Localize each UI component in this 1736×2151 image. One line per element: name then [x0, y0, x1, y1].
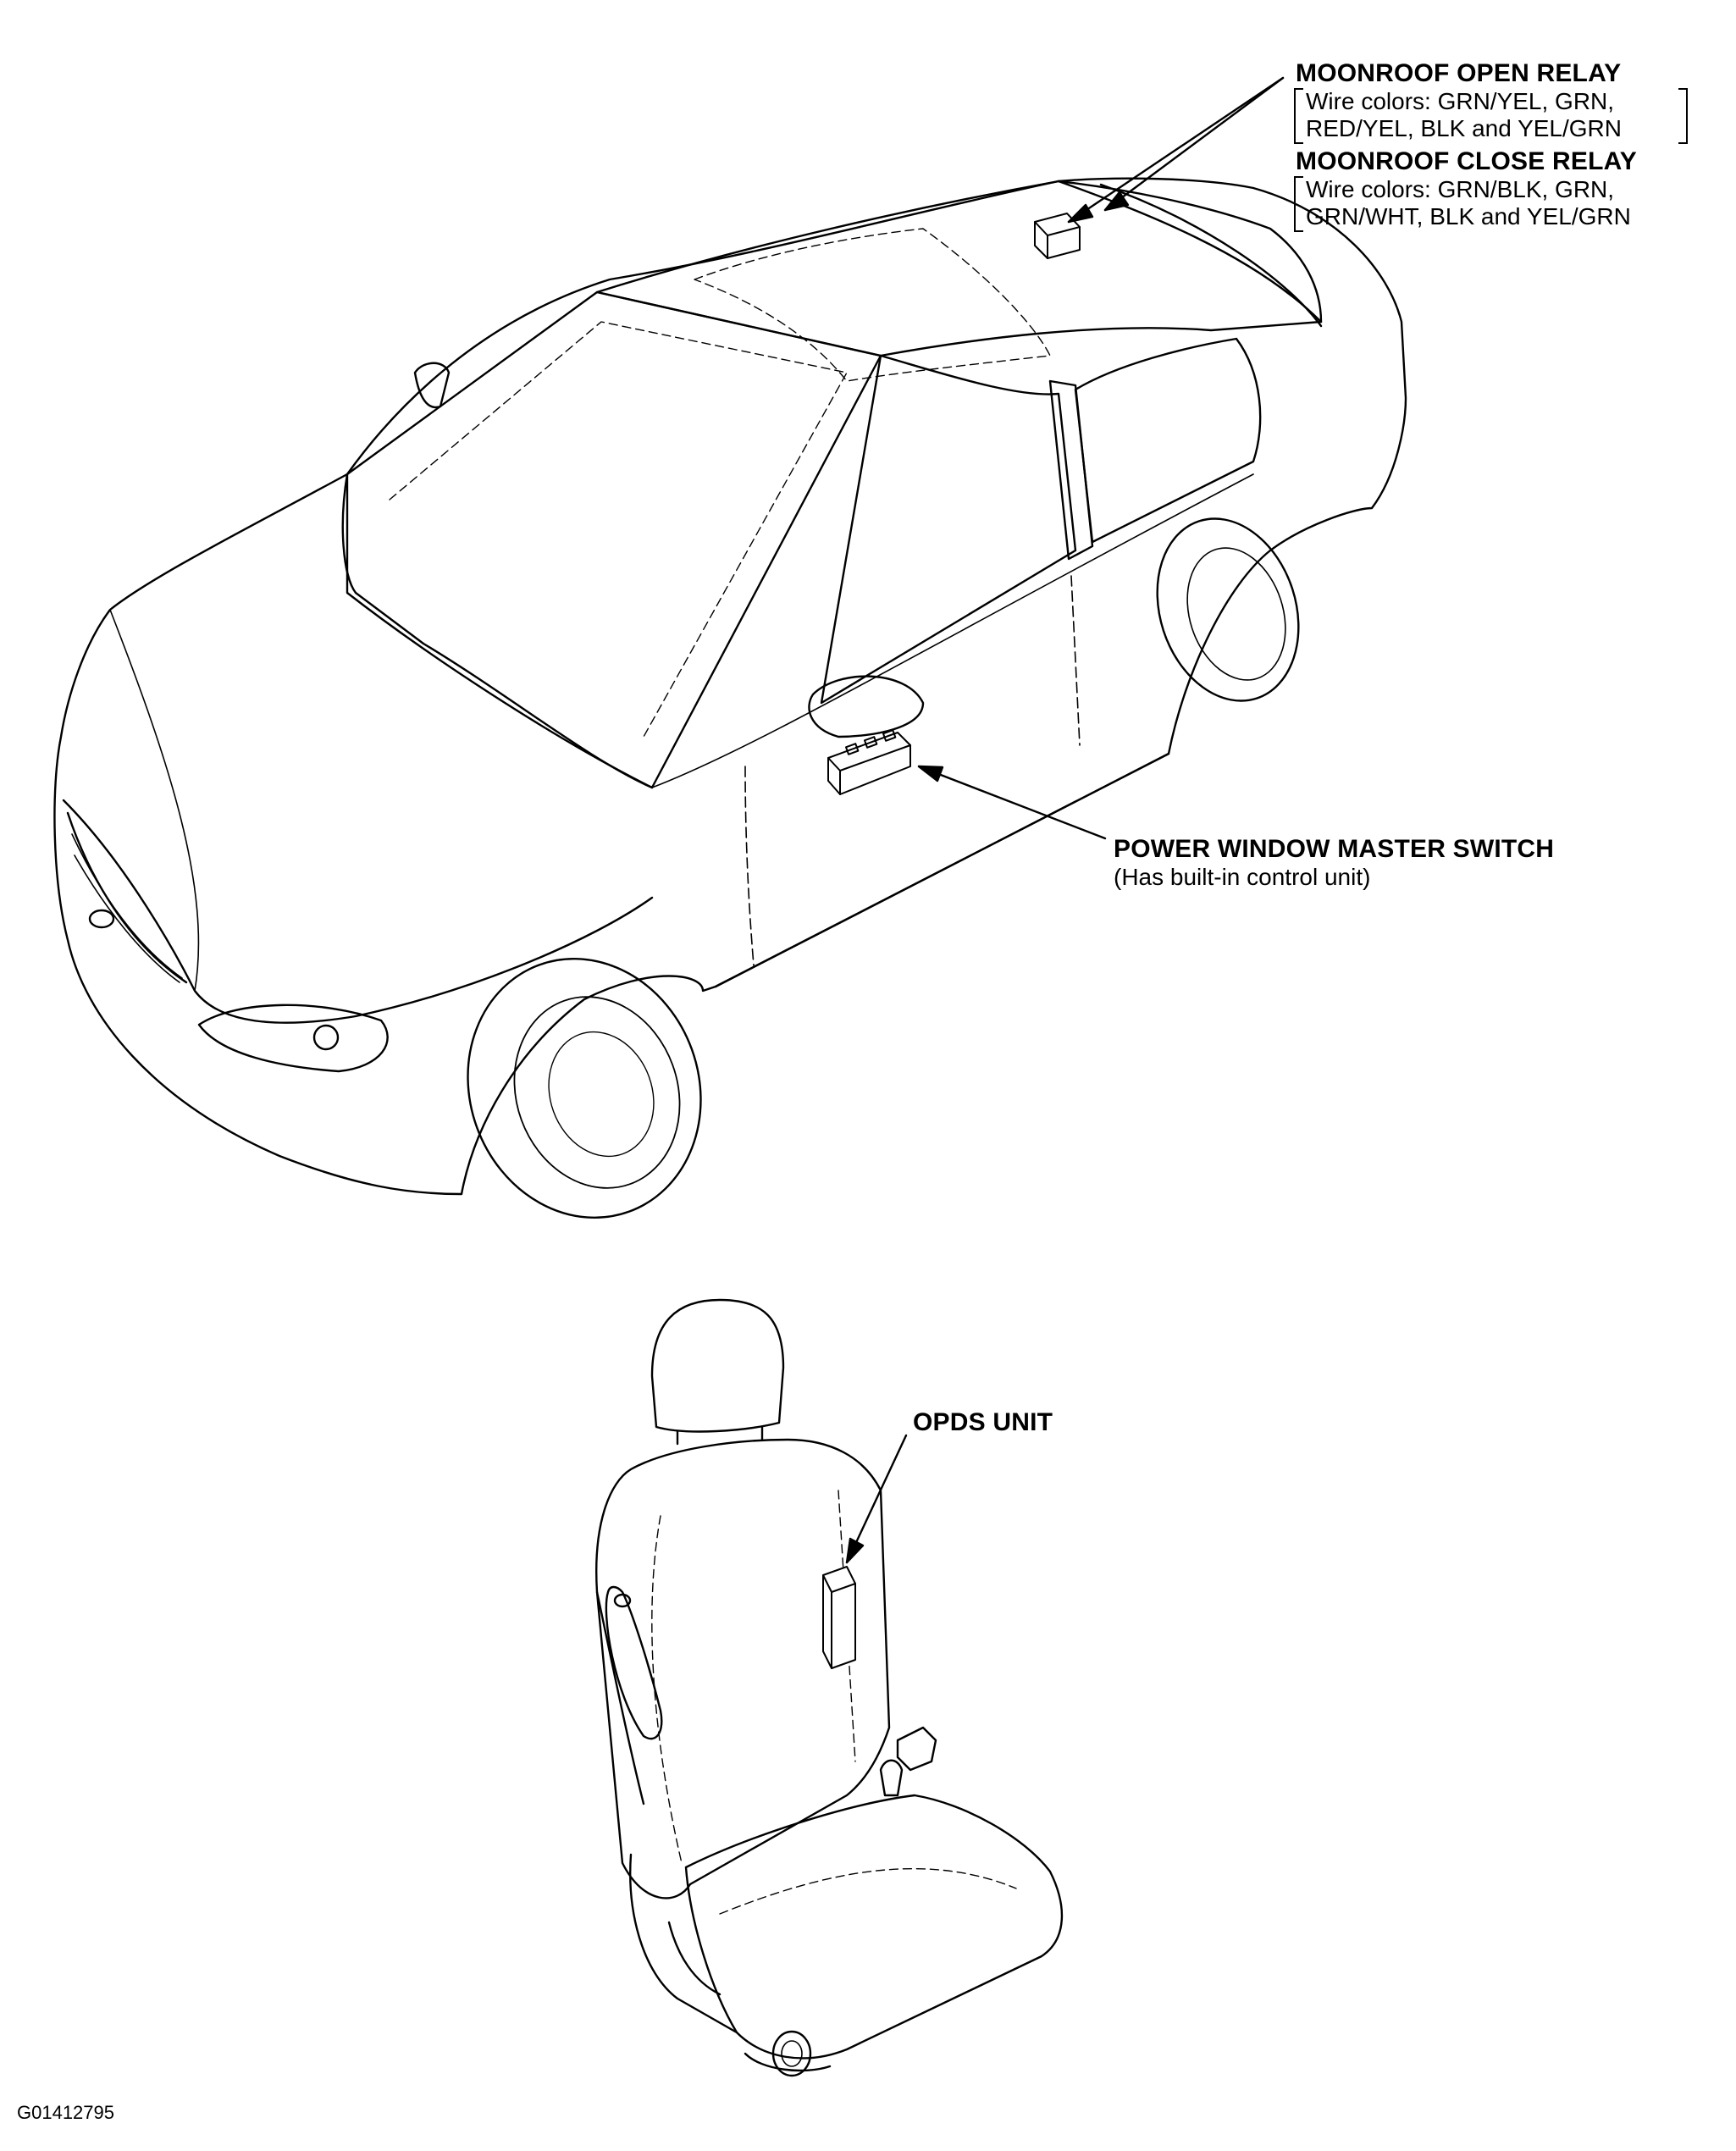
- seat-belt-buckle: [879, 1759, 904, 1797]
- moonroof-close-relay-title: MOONROOF CLOSE RELAY: [1296, 147, 1637, 175]
- moonroof-open-relay-wire-colors-line1: Wire colors: GRN/YEL, GRN,: [1306, 88, 1615, 114]
- headlight: [197, 1004, 389, 1073]
- rear-door-window: [1074, 337, 1262, 544]
- backrest-side-bolster: [595, 1590, 645, 1805]
- moonroof-close-relay-wire-colors-line2: GRN/WHT, BLK and YEL/GRN: [1306, 203, 1631, 229]
- seat-headrest: [650, 1298, 785, 1433]
- foglight: [312, 1024, 340, 1051]
- moonroof-open-leader: [1067, 76, 1285, 224]
- front-door-window: [820, 354, 1077, 705]
- power-window-leader: [917, 765, 1107, 840]
- car-illustration: [53, 177, 1407, 1219]
- cushion-seam: [719, 1868, 1017, 1915]
- windshield: [346, 290, 882, 789]
- seat-side-knob: [613, 1593, 632, 1608]
- seat-recline-lever: [896, 1726, 937, 1772]
- side-mirror: [808, 675, 925, 738]
- hood-crease: [109, 609, 200, 992]
- power-window-master-switch-title: POWER WINDOW MASTER SWITCH: [1114, 835, 1555, 863]
- moonroof-open-relay-wire-colors-line2: RED/YEL, BLK and YEL/GRN: [1306, 115, 1622, 141]
- front-wheel: [467, 958, 702, 1219]
- moonroof-close-relay-bracket-left: [1294, 176, 1303, 232]
- moonroof-open-relay-bracket-left: [1294, 88, 1303, 144]
- grille-slats: [71, 833, 183, 983]
- opds-unit-box: [822, 1566, 856, 1669]
- seat-base: [629, 1853, 738, 2034]
- hood-line: [341, 473, 654, 789]
- windshield-inner: [389, 321, 848, 738]
- seat-side-grip: [605, 1585, 663, 1740]
- rear-wheel: [1156, 517, 1300, 702]
- seat-height-knob: [771, 2030, 812, 2077]
- power-window-switch-box: [827, 729, 911, 795]
- moonroof-close-leader: [1103, 76, 1285, 212]
- car-body-outline: [53, 177, 1407, 1196]
- moonroof-relay-box: [1034, 213, 1081, 259]
- rear-door-line: [1070, 575, 1081, 746]
- far-side-mirror: [413, 362, 451, 409]
- figure-id: G01412795: [17, 2102, 114, 2123]
- leader-arrows: [845, 76, 1285, 1564]
- seat-backrest: [595, 1438, 891, 1899]
- trunk-lid: [1099, 183, 1323, 328]
- roof: [595, 180, 1323, 357]
- b-pillar: [1048, 379, 1094, 561]
- seat-lower-shell: [667, 1921, 832, 2072]
- moonroof-open-relay-title: MOONROOF OPEN RELAY: [1296, 59, 1622, 87]
- moonroof-panel: [694, 228, 1051, 382]
- headrest-posts: [676, 1425, 764, 1446]
- front-emblem: [88, 909, 115, 929]
- moonroof-close-relay-wire-colors-line1: Wire colors: GRN/BLK, GRN,: [1306, 176, 1615, 202]
- front-seat-illustration: [595, 1298, 1064, 2077]
- rocker-panel: [714, 752, 1170, 988]
- front-grille: [66, 811, 188, 984]
- front-door-line: [744, 766, 755, 966]
- power-window-master-switch-note: (Has built-in control unit): [1114, 864, 1371, 890]
- side-body-line: [651, 473, 1254, 788]
- moonroof-open-relay-bracket-right: [1678, 88, 1688, 144]
- hood-front-edge: [62, 799, 654, 1024]
- seat-cushion: [684, 1794, 1064, 2060]
- opds-unit-title: OPDS UNIT: [913, 1408, 1053, 1436]
